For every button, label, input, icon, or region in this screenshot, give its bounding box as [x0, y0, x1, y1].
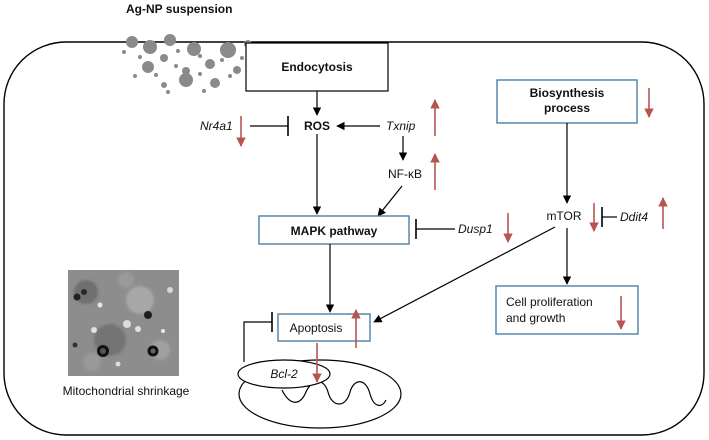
mapk-pathway-box: [258, 215, 410, 245]
mapk-pathway-label: MAPK pathway: [291, 224, 378, 238]
mitochondrion-cristae: [281, 380, 387, 406]
biosynthesis-label-line1: Biosynthesis: [530, 86, 605, 100]
mtor-label: mTOR: [546, 209, 581, 223]
ros-label: ROS: [304, 119, 330, 133]
nanoparticle-cluster: [122, 34, 257, 94]
endocytosis-label: Endocytosis: [281, 60, 353, 74]
ag-np-suspension-label: Ag-NP suspension: [126, 2, 232, 16]
micrograph-caption: Mitochondrial shrinkage: [63, 384, 190, 398]
micrograph-image: [68, 270, 179, 376]
apoptosis-label: Apoptosis: [290, 321, 343, 335]
cell-proliferation-label-line1: Cell proliferation: [506, 295, 593, 309]
nr4a1-label: Nr4a1: [200, 119, 233, 133]
bcl2-ellipse: [237, 359, 331, 389]
cell-proliferation-box: [495, 285, 639, 335]
biosynthesis-box: [496, 79, 638, 124]
txnip-label: Txnip: [386, 119, 416, 133]
cell-membrane: [3, 41, 705, 436]
ddit4-label: Ddit4: [620, 210, 648, 224]
bcl2-label: Bcl-2: [270, 367, 298, 381]
endocytosis-box: [245, 42, 389, 92]
biosynthesis-label-line2: process: [544, 101, 590, 115]
dusp1-label: Dusp1: [458, 222, 493, 236]
nfkb-label: NF-κB: [388, 167, 422, 181]
cell-proliferation-label-line2: and growth: [506, 311, 565, 325]
